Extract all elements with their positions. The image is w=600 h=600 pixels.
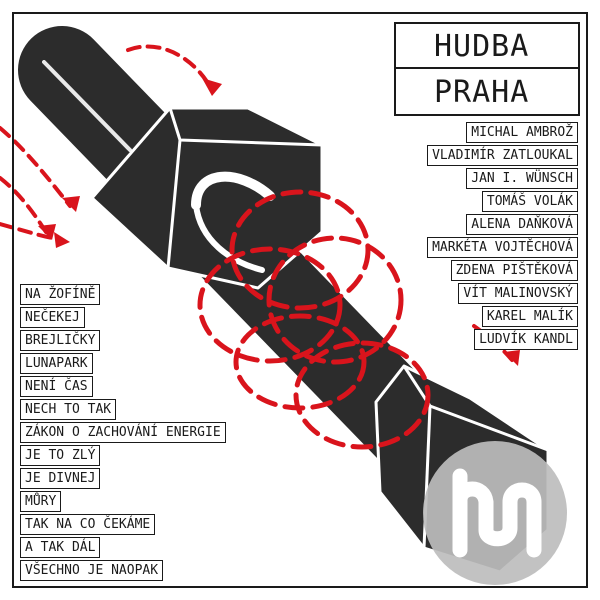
upper-nut <box>90 106 324 290</box>
track-title: MŮRY <box>20 491 62 512</box>
musician-name: ZDENA PIŠTĚKOVÁ <box>450 260 578 281</box>
musician-name: LUDVÍK KANDL <box>474 329 578 350</box>
track-title: JE DIVNEJ <box>20 468 101 489</box>
track-title: A TAK DÁL <box>20 537 101 558</box>
track-title: JE TO ZLÝ <box>20 445 101 466</box>
track-title: NEČEKEJ <box>20 307 85 328</box>
title-line-1: HUDBA <box>396 24 578 69</box>
musician-name: VÍT MALINOVSKÝ <box>458 283 578 304</box>
track-title: TAK NA CO ČEKÁME <box>20 514 156 535</box>
dashed-circles <box>197 189 431 450</box>
musician-name: VLADIMÍR ZATLOUKAL <box>427 145 578 166</box>
track-title: NENÍ ČAS <box>20 376 93 397</box>
musician-name: JAN I. WÜNSCH <box>466 168 578 189</box>
track-title: NECH TO TAK <box>20 399 117 420</box>
track-title: LUNAPARK <box>20 353 93 374</box>
musician-name: TOMÁŠ VOLÁK <box>481 191 578 212</box>
track-title: BREJLIČKY <box>20 330 101 351</box>
track-title: VŠECHNO JE NAOPAK <box>20 560 164 581</box>
musician-name: MICHAL AMBROŽ <box>466 122 578 143</box>
musician-name: MARKÉTA VOJTĚCHOVÁ <box>427 237 578 258</box>
album-title: HUDBA PRAHA <box>394 22 580 116</box>
arrow-heads <box>38 78 520 366</box>
musician-name: ALENA DAŇKOVÁ <box>466 214 578 235</box>
musician-name: KAREL MALÍK <box>481 306 578 327</box>
track-title: ZÁKON O ZACHOVÁNÍ ENERGIE <box>20 422 226 443</box>
track-title: NA ŽOFÍNĚ <box>20 284 101 305</box>
title-line-2: PRAHA <box>434 75 530 110</box>
publisher-logo-icon <box>423 441 567 585</box>
